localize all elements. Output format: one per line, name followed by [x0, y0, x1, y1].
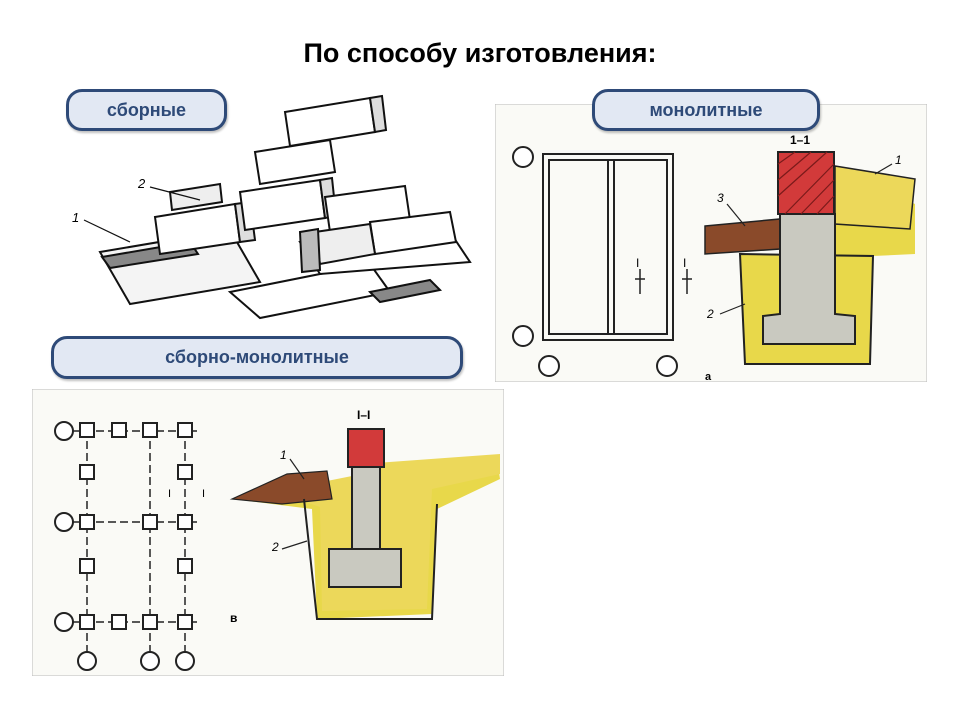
- marker-right: I: [683, 256, 686, 270]
- callout-2: 2: [137, 176, 146, 191]
- slide-title: По способу изготовления:: [303, 38, 657, 68]
- marker-right: I: [202, 488, 205, 500]
- callout-2: 2: [706, 307, 714, 321]
- figure-letter: а: [705, 371, 712, 382]
- label-monolithic: монолитные: [592, 89, 820, 131]
- callout-3: 3: [717, 191, 724, 205]
- label-prefab: сборные: [66, 89, 227, 131]
- marker-left: I: [636, 256, 639, 270]
- callout-1: 1: [895, 153, 902, 167]
- callout-2: 2: [271, 540, 279, 554]
- label-monolithic-text: монолитные: [649, 99, 763, 120]
- monolithic-foundation-drawing: I I 1–1 1 2 3 а: [495, 104, 927, 382]
- callout-1: 1: [72, 210, 79, 225]
- marker-left: I: [168, 488, 171, 500]
- prefab-foundation-drawing: 2 1: [72, 94, 472, 320]
- prefab-monolithic-foundation-drawing: I I I–I 1 2 в: [32, 389, 504, 676]
- section-label: 1–1: [790, 133, 810, 147]
- callout-1: 1: [280, 448, 287, 462]
- figure-letter: в: [230, 611, 237, 625]
- section-label: I–I: [357, 408, 370, 422]
- label-prefab-text: сборные: [106, 99, 187, 120]
- label-prefab-monolithic: сборно-монолитные: [51, 336, 463, 379]
- label-prefab-monolithic-text: сборно-монолитные: [165, 347, 349, 367]
